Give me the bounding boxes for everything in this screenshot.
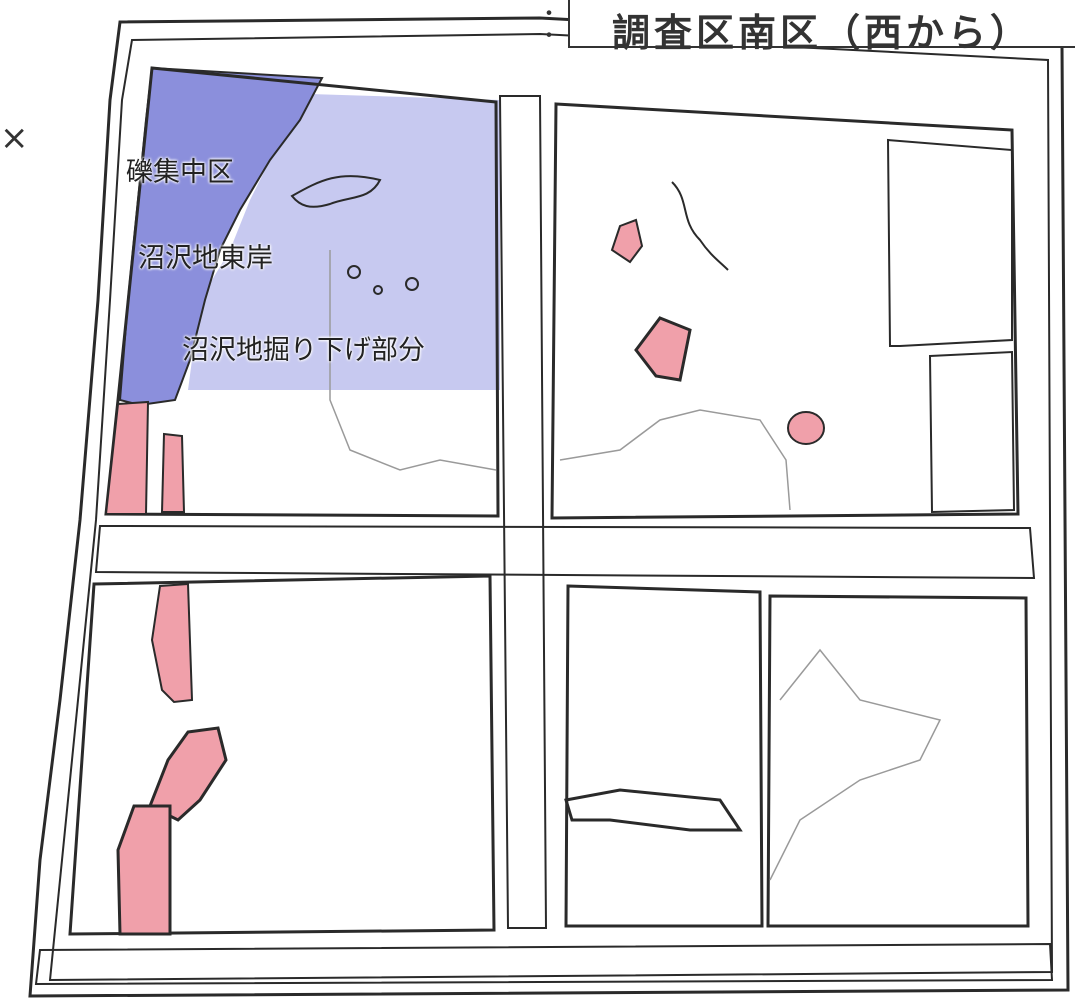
label-gravel-zone: 礫集中区 — [126, 157, 234, 188]
feature-bottom-left-2 — [148, 726, 228, 822]
feature-top-right-3 — [787, 411, 825, 445]
excavation-inner-boundary — [48, 32, 1054, 982]
feature-bottom-left-1 — [150, 582, 194, 704]
title-box — [568, 0, 1075, 48]
faint-contour-2 — [559, 409, 791, 511]
small-pit-1 — [347, 265, 361, 279]
small-pit-2 — [373, 285, 383, 295]
trench-bottom — [34, 942, 1054, 986]
trench-vertical — [498, 95, 548, 929]
trench-horizontal — [94, 524, 1036, 580]
feature-bottom-left-3 — [116, 804, 172, 936]
feature-top-right-1 — [610, 218, 644, 264]
sub-section-top-right — [886, 138, 1013, 347]
map-title: 調査区南区（西から） — [612, 11, 1033, 55]
label-marsh-dug-part: 沼沢地掘り下げ部分 — [182, 335, 425, 366]
quadrant-top-right — [550, 102, 1020, 520]
title-dots: ・ ・ — [538, 2, 561, 49]
small-pit-3 — [405, 277, 419, 291]
sub-section-right-middle — [928, 350, 1016, 514]
feature-left-strip — [104, 400, 150, 515]
faint-contour-4 — [564, 788, 743, 832]
quadrant-bottom-left — [68, 574, 496, 936]
faint-contour-3 — [769, 648, 942, 881]
wavy-line — [671, 181, 729, 271]
feature-top-right-2 — [634, 316, 692, 382]
quadrant-top-left — [104, 66, 500, 518]
label-marsh-east-shore: 沼沢地東岸 — [138, 243, 273, 274]
quadrant-bottom-right — [766, 594, 1030, 928]
quadrant-bottom-middle — [564, 584, 764, 928]
marsh-contour — [290, 175, 382, 208]
faint-contour-1 — [329, 250, 497, 471]
feature-left-strip-2 — [160, 432, 186, 513]
cross-mark: × — [0, 118, 29, 158]
